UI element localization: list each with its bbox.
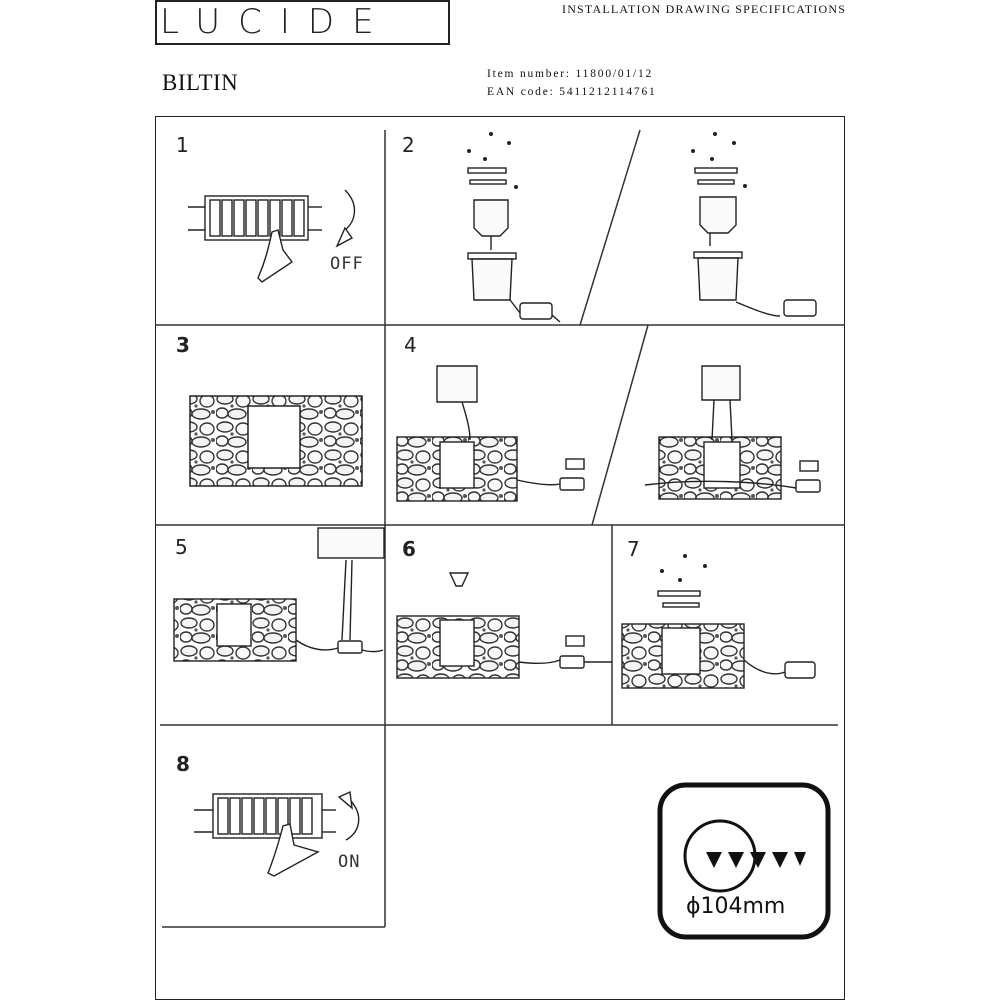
exploded-lamp-left bbox=[467, 167, 561, 323]
screws-left bbox=[467, 132, 518, 189]
ean-code: EAN code: 5411212114761 bbox=[487, 86, 657, 98]
breaker-off-drawing bbox=[188, 189, 356, 283]
exploded-lamp-right bbox=[693, 167, 817, 317]
on-label: ON bbox=[338, 852, 361, 872]
step-number: 6 bbox=[402, 537, 416, 561]
wall-lamp-insert-left bbox=[396, 365, 585, 502]
brand-logo: LUCIDE bbox=[160, 2, 392, 42]
step-number: 5 bbox=[175, 535, 188, 559]
document-title: INSTALLATION DRAWING SPECIFICATIONS bbox=[562, 2, 847, 16]
step-number: 8 bbox=[176, 752, 190, 776]
step-number: 1 bbox=[176, 133, 189, 157]
step-number: 3 bbox=[176, 333, 190, 357]
screws-step7 bbox=[660, 554, 707, 582]
step-number: 2 bbox=[402, 133, 415, 157]
step-number: 4 bbox=[404, 333, 417, 357]
breaker-on-drawing bbox=[194, 790, 360, 877]
wall-lamp-bulb bbox=[396, 572, 612, 679]
hole-saw-icon bbox=[657, 782, 831, 940]
stone-wall-hole bbox=[189, 395, 363, 487]
wall-wiring bbox=[173, 527, 385, 662]
wall-lamp-cover bbox=[621, 590, 816, 689]
diameter-label: ϕ104mm bbox=[686, 894, 786, 919]
screws-right bbox=[691, 132, 747, 188]
product-name: BILTIN bbox=[162, 70, 239, 95]
off-label: OFF bbox=[330, 254, 364, 274]
wall-lamp-insert-right bbox=[644, 365, 821, 500]
item-number: Item number: 11800/01/12 bbox=[487, 68, 654, 80]
brand-logo-box bbox=[155, 0, 450, 45]
panel-grid bbox=[155, 129, 845, 928]
step-number: 7 bbox=[627, 537, 640, 561]
